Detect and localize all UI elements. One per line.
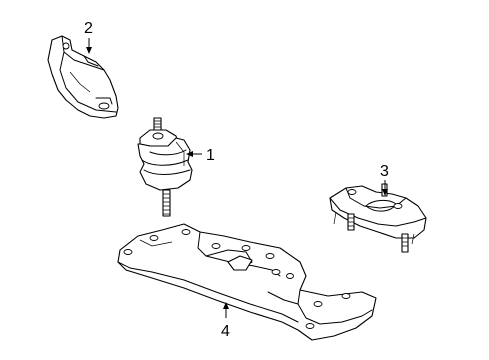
callout-3-label: 3 bbox=[380, 163, 389, 180]
callout-4-label: 4 bbox=[221, 323, 230, 340]
transmission-mount bbox=[329, 183, 427, 253]
crossmember bbox=[117, 223, 377, 341]
callout-1: 1 bbox=[186, 147, 215, 164]
mount-bracket bbox=[47, 35, 119, 119]
callout-4: 4 bbox=[221, 302, 230, 340]
callout-2-label: 2 bbox=[84, 20, 93, 37]
callout-2: 2 bbox=[84, 20, 93, 54]
callout-1-label: 1 bbox=[206, 147, 215, 164]
callout-3: 3 bbox=[380, 163, 389, 196]
engine-mount bbox=[137, 117, 193, 217]
